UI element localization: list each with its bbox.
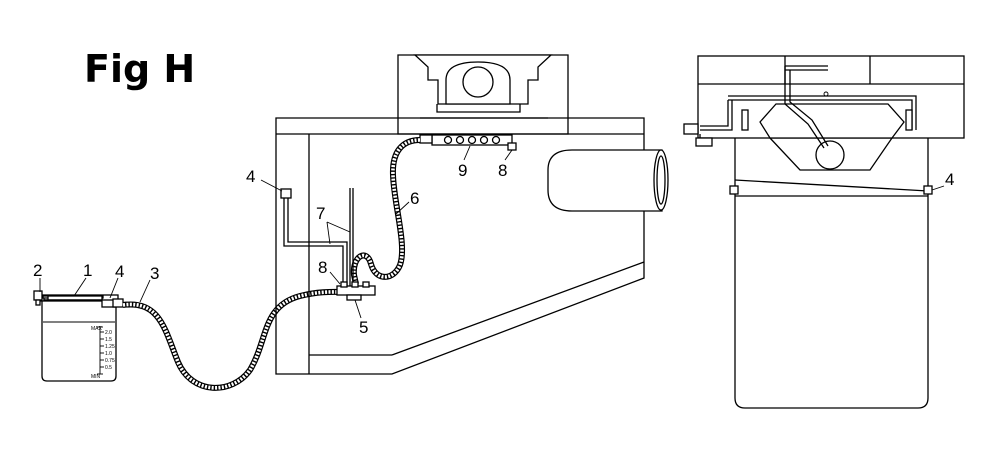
callout-pipes: 7 (316, 204, 325, 223)
pipe-fitting (280, 188, 292, 199)
callout-labels: 2 1 4 3 4 7 8 5 6 9 8 4 (33, 161, 954, 337)
svg-text:1.5: 1.5 (105, 337, 112, 343)
callout-side-fitting: 4 (945, 170, 954, 189)
oil-pipes (280, 188, 354, 286)
callout-pipe-fitting: 4 (246, 167, 255, 186)
oil-tank: MAX 2.0 1.5 1.25 1.0 0.75 0.5 MIN (33, 290, 124, 382)
side-view (683, 55, 965, 409)
oil-manifold (419, 134, 517, 151)
svg-text:2.0: 2.0 (105, 330, 112, 336)
svg-text:MIN: MIN (91, 374, 101, 380)
svg-text:0.75: 0.75 (105, 358, 115, 364)
svg-text:1.25: 1.25 (105, 344, 115, 350)
callout-tank: 1 (83, 261, 92, 280)
tank-cap (33, 290, 43, 306)
svg-text:0.5: 0.5 (105, 365, 112, 371)
callout-distributor: 5 (359, 318, 368, 337)
svg-text:MAX: MAX (91, 326, 103, 332)
main-hose (122, 288, 343, 391)
callout-leaders (39, 145, 945, 319)
callout-tank-fitting: 4 (115, 262, 124, 281)
callout-cap: 2 (33, 261, 42, 280)
figure-title: Fig H (84, 47, 195, 91)
callout-manifold: 9 (458, 161, 467, 180)
svg-text:1.0: 1.0 (105, 351, 112, 357)
oil-distributor (336, 281, 376, 301)
machine-head (275, 54, 669, 375)
callout-valve-left: 8 (318, 258, 327, 277)
tank-scale: MAX 2.0 1.5 1.25 1.0 0.75 0.5 MIN (91, 326, 115, 380)
callout-main-hose: 3 (150, 264, 159, 283)
upper-hose (350, 137, 421, 285)
callout-valve-right: 8 (498, 161, 507, 180)
callout-upper-hose: 6 (410, 189, 419, 208)
